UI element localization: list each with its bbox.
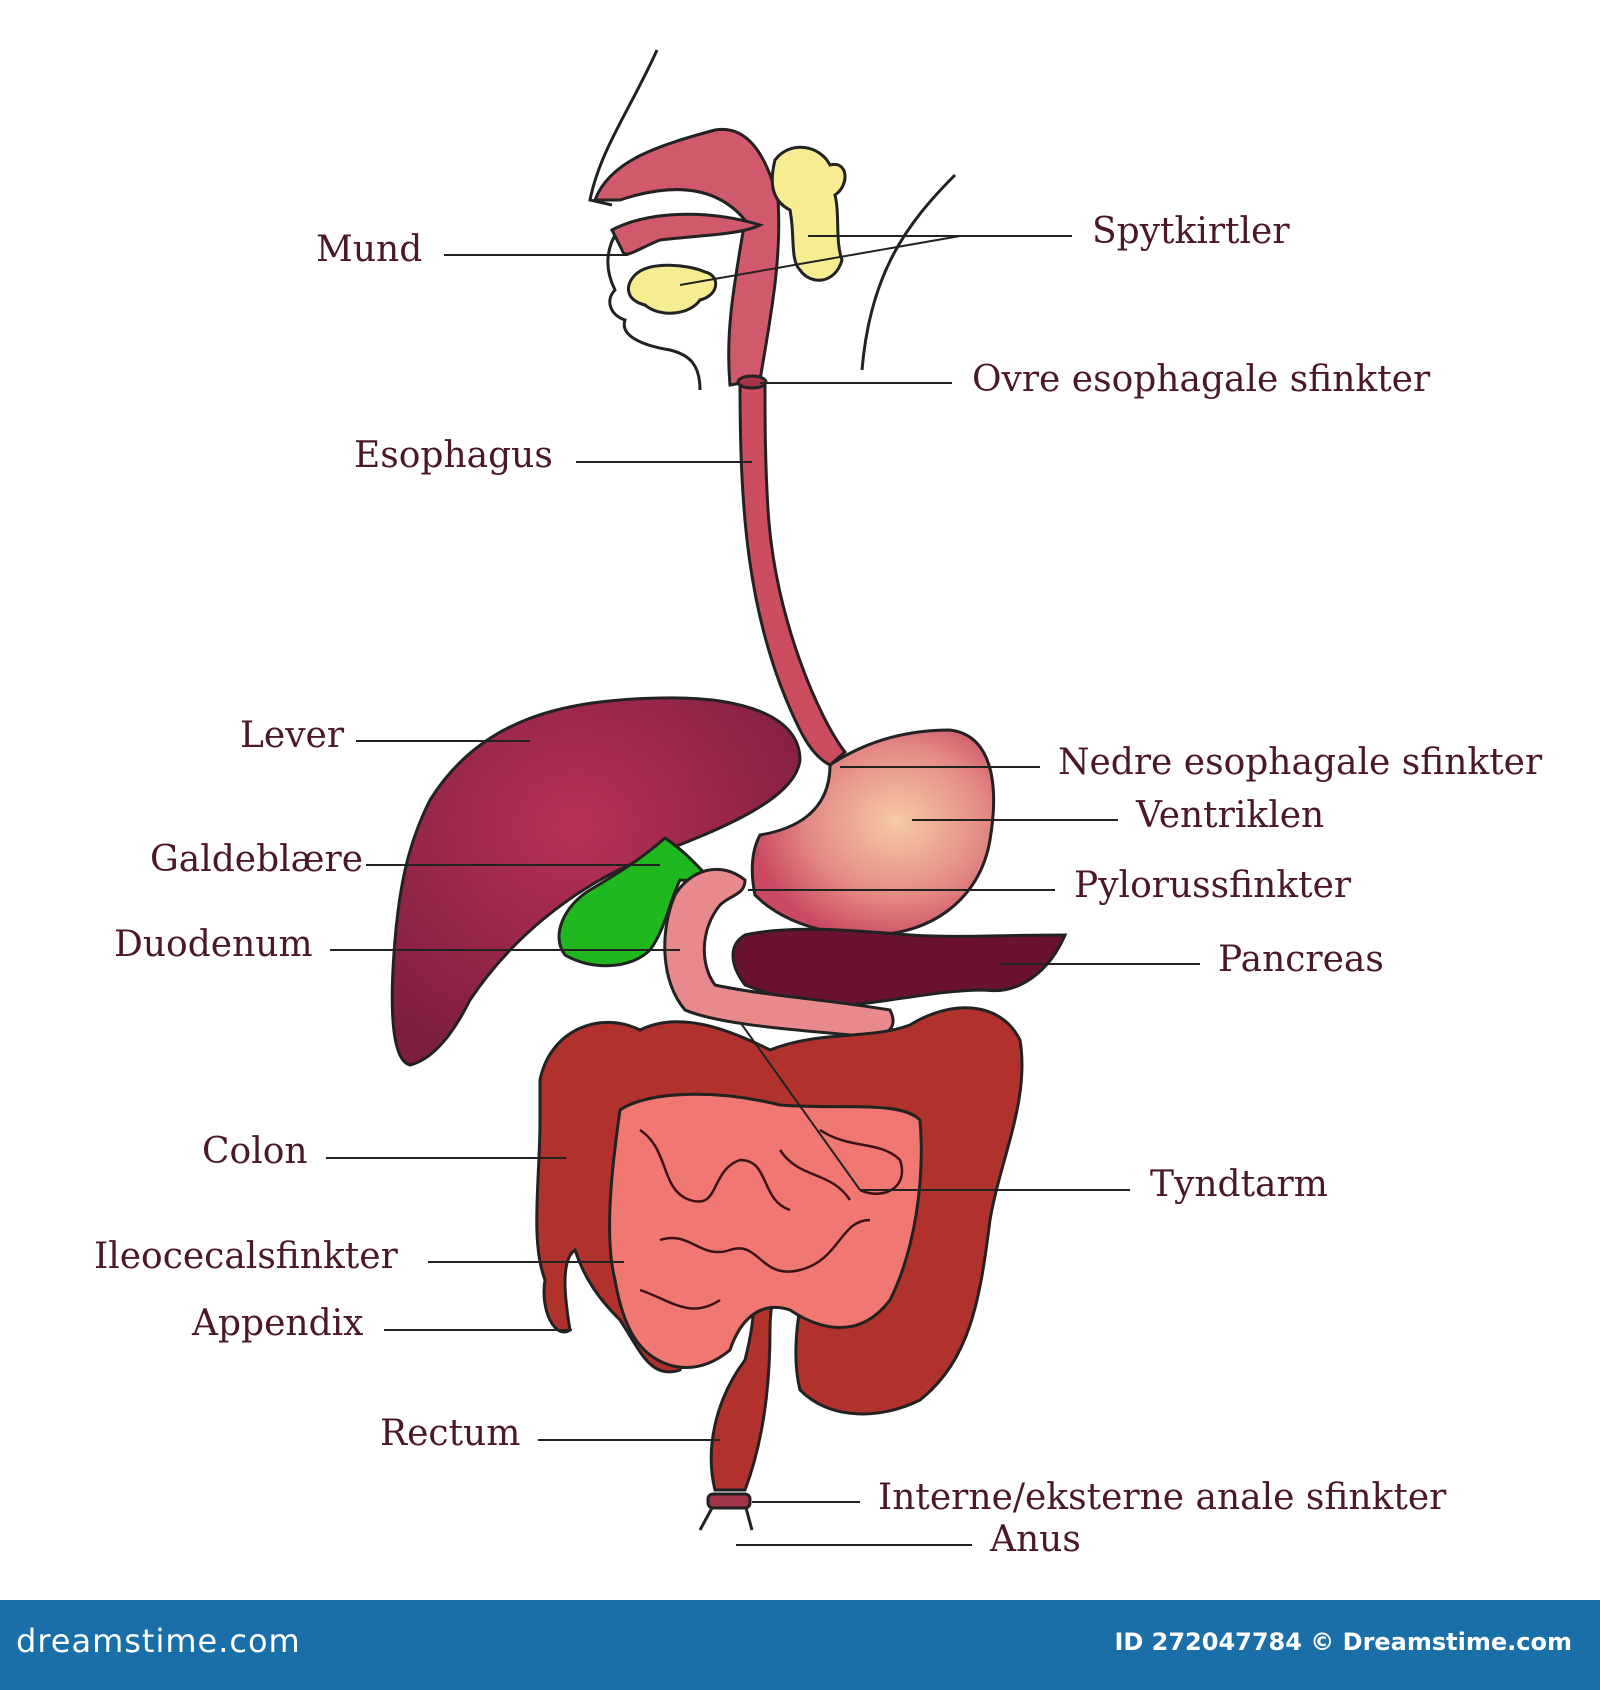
footer-bar: dreamstime.com ID 272047784 © Dreamstime… <box>0 1600 1600 1690</box>
label-nedre-esophagale-sfinkter: Nedre esophagale sfinkter <box>1058 742 1543 783</box>
label-mund: Mund <box>316 229 423 270</box>
label-interne-eksterne-anale-sfinkter: Interne/eksterne anale sfinkter <box>878 1477 1447 1518</box>
small-intestine <box>608 1092 923 1369</box>
image-id: ID 272047784 © Dreamstime.com <box>1114 1628 1572 1656</box>
label-colon: Colon <box>202 1131 308 1172</box>
label-appendix: Appendix <box>192 1303 364 1344</box>
label-anus: Anus <box>990 1519 1081 1560</box>
anal-sphincter <box>706 1492 752 1510</box>
label-ovre-esophagale-sfinkter: Ovre esophagale sfinkter <box>972 359 1431 400</box>
label-esophagus: Esophagus <box>354 435 553 476</box>
label-spytkirtler: Spytkirtler <box>1092 211 1290 252</box>
leader-lines <box>326 235 1200 1546</box>
liver <box>390 696 802 1067</box>
label-ileocecalsfinkter: Ileocecalsfinkter <box>94 1236 398 1277</box>
label-rectum: Rectum <box>380 1413 521 1454</box>
label-pancreas: Pancreas <box>1218 939 1384 980</box>
head-outline <box>588 49 957 391</box>
digestive-system-diagram: Mund Spytkirtler Ovre esophagale sfinkte… <box>94 49 1543 1560</box>
label-pylorussfinkter: Pylorussfinkter <box>1074 865 1352 906</box>
label-ventriklen: Ventriklen <box>1136 795 1325 836</box>
brand-logo[interactable]: dreamstime.com <box>16 1622 301 1660</box>
salivary-glands <box>626 145 847 315</box>
label-duodenum: Duodenum <box>114 924 313 965</box>
pharynx <box>592 127 781 387</box>
esophagus <box>736 374 848 767</box>
stomach <box>750 728 996 937</box>
pancreas <box>731 927 1068 1007</box>
label-lever: Lever <box>240 715 345 756</box>
label-galdeblaere: Galdeblære <box>150 839 363 880</box>
anatomy-illustration <box>326 49 1200 1546</box>
label-tyndtarm: Tyndtarm <box>1150 1164 1328 1205</box>
